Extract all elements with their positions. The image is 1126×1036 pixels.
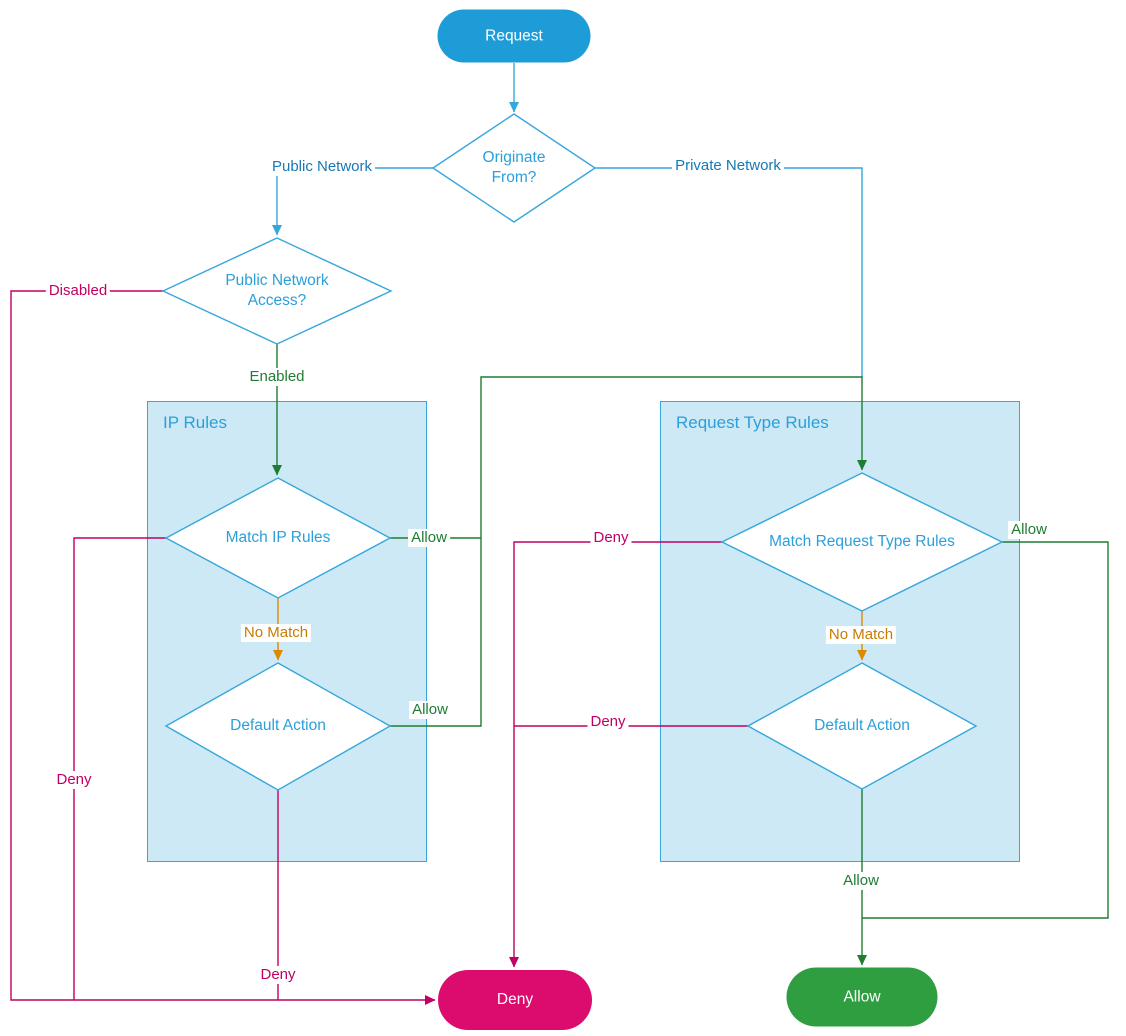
edge-label-private-network: Private Network — [672, 157, 784, 175]
default-action-request-type-label: Default Action — [814, 716, 910, 734]
diamond-match-request-type-rules — [720, 472, 1004, 612]
deny-node: Deny — [438, 970, 592, 1030]
default-action-ip-label: Default Action — [230, 716, 326, 734]
edge-label-no-match-request-type: No Match — [825, 626, 897, 644]
edge-label-no-match-ip: No Match — [240, 624, 312, 642]
diamond-match-ip-rules — [164, 477, 392, 599]
originate-from-label: Originate From? — [482, 148, 546, 186]
edge-originate-private-network — [595, 167, 863, 377]
public-network-access-label: Public Network Access? — [225, 271, 329, 309]
edge-label-allow-final: Allow — [840, 872, 882, 890]
request-node: Request — [437, 9, 591, 63]
edge-allow-collector-to-match-request-type — [390, 376, 867, 727]
diamond-originate-from — [431, 113, 597, 223]
diamond-public-network-access — [161, 237, 393, 345]
request-type-rules-group: Request Type Rules — [660, 401, 1020, 862]
edge-match-ip-deny — [73, 537, 166, 1000]
edge-originate-public-network — [272, 167, 433, 236]
request-type-rules-group-label: Request Type Rules — [676, 413, 829, 432]
match-request-type-rules-label: Match Request Type Rules — [769, 532, 955, 550]
diamond-default-action-request-type — [746, 662, 978, 790]
edge-label-enabled: Enabled — [246, 368, 308, 386]
match-ip-rules-label: Match IP Rules — [225, 528, 331, 546]
edge-label-deny-default-ip: Deny — [257, 966, 299, 984]
edge-label-allow-match-request-type: Allow — [1008, 521, 1050, 539]
edge-label-deny-match-ip: Deny — [53, 771, 95, 789]
edge-match-request-type-allow — [862, 541, 1109, 919]
edge-label-public-network: Public Network — [268, 158, 376, 176]
edge-label-disabled: Disabled — [45, 282, 111, 300]
allow-node: Allow — [786, 967, 938, 1027]
edge-match-request-type-deny-to-deny — [509, 541, 722, 968]
edge-label-allow-default-ip: Allow — [409, 701, 451, 719]
ip-rules-group-label: IP Rules — [163, 413, 227, 432]
edge-label-allow-match-ip: Allow — [408, 529, 450, 547]
edge-label-deny-default-request-type: Deny — [587, 713, 629, 731]
diamond-default-action-ip — [164, 662, 392, 791]
edge-label-deny-match-request-type: Deny — [590, 529, 632, 547]
